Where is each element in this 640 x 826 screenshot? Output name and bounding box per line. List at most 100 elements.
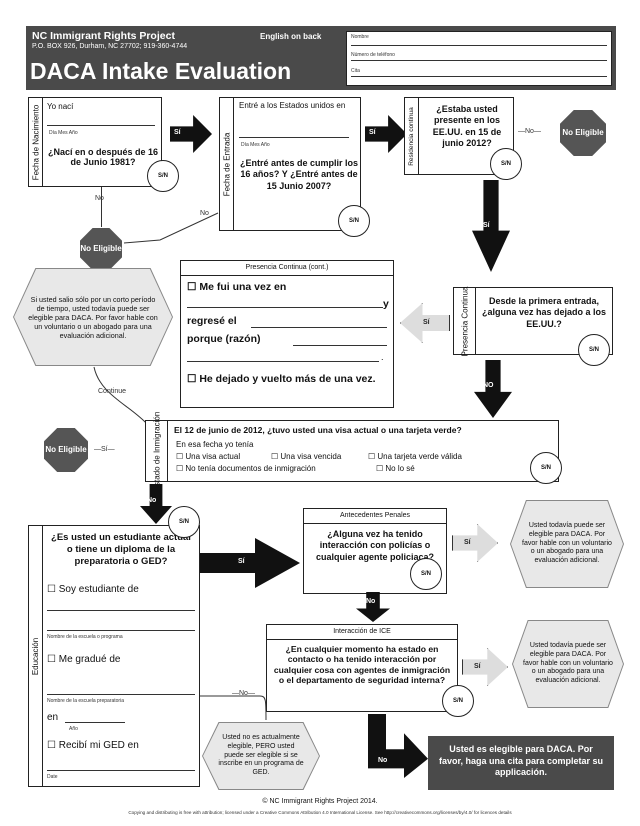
arrow-criminal-still-label: Sí — [464, 539, 471, 546]
field-name-label: Nombre — [351, 34, 369, 40]
education-box: Educación ¿Es usted un estudiante actual… — [28, 525, 200, 787]
arrow-ice-eligible-label: No — [378, 757, 388, 764]
criminal-question: ¿Alguna vez ha tenido interacción con po… — [315, 529, 435, 562]
residence-tab: Residencia continua — [408, 106, 416, 166]
immigration-opt4[interactable]: ☐ No tenía documentos de inmigración — [176, 464, 316, 473]
criminal-sn: S/N — [410, 558, 442, 590]
page-title: DACA Intake Evaluation — [30, 58, 292, 84]
ice-sn: S/N — [442, 685, 474, 717]
immigration-tab: Estado de Inmigración — [152, 411, 162, 491]
residence-question: ¿Estaba usted presente en los EE.UU. en … — [432, 104, 502, 148]
hex-still-eligible-2: Usted todavía puede ser elegible para DA… — [513, 621, 623, 707]
entry-tab: Fecha de Entrada — [222, 132, 232, 196]
education-no-line — [200, 695, 267, 721]
ice-question: ¿En cualquier momento ha estado en conta… — [273, 644, 451, 686]
immigration-intro: En esa fecha yo tenía — [176, 440, 254, 449]
education-ano: Año — [69, 726, 78, 732]
entry-text: Entré a los Estados unidos en — [239, 101, 346, 110]
education-opt1[interactable]: ☐ Soy estudiante de — [47, 584, 139, 595]
ice-title: Interacción de ICE — [333, 628, 391, 635]
education-opt3[interactable]: ☐ Recibí mi GED en — [47, 740, 139, 751]
yo-naci: Yo nací — [47, 102, 74, 111]
immigration-opt5[interactable]: ☐ No lo sé — [376, 464, 415, 473]
entry-box: Fecha de Entrada Entré a los Estados uni… — [219, 97, 361, 231]
continue-line — [93, 366, 149, 426]
hex-not-eligible-ged: Usted no es actualmente elegible, PERO u… — [203, 723, 319, 789]
entry-dma: Día Mes Año — [241, 142, 270, 148]
education-no-label: —No— — [232, 690, 255, 697]
ice-box: Interacción de ICE ¿En cualquier momento… — [266, 624, 458, 712]
arrow-presence-immigration-label: NO — [483, 382, 494, 389]
no-eligible-immigration: No Eligible — [44, 428, 88, 472]
birth-sn: S/N — [147, 160, 179, 192]
eligible-box: Usted es elegible para DACA. Por favor, … — [428, 736, 614, 790]
presence-tab: Presencia Continua — [460, 286, 470, 356]
arrow-criminal-ice — [356, 592, 390, 622]
arrow-education-criminal-label: Sí — [238, 558, 245, 565]
continue-label: Continue — [98, 388, 127, 395]
education-opt2[interactable]: ☐ Me gradué de — [47, 654, 121, 665]
org-name: NC Immigrant Rights Project — [32, 30, 175, 42]
immigration-si-label: —Sí— — [94, 446, 115, 453]
continuous-title: Presencia Continua (cont.) — [245, 264, 329, 271]
arrow-residence-presence-label: Sí — [483, 222, 490, 229]
entry-no-line — [123, 212, 219, 244]
presence-sn: S/N — [578, 334, 610, 366]
arrow-ice-still-label: Sí — [474, 663, 481, 670]
immigration-sn: S/N — [530, 452, 562, 484]
arrow-education-criminal — [200, 538, 300, 588]
arrow-ice-eligible — [368, 714, 428, 778]
arrow-ice-still — [462, 648, 508, 686]
continuous-line4: ☐ He dejado y vuelto más de una vez. — [187, 373, 376, 385]
immigration-opt2[interactable]: ☐ Una visa vencida — [271, 452, 342, 461]
education-en: en — [47, 712, 59, 723]
education-question: ¿Es usted un estudiante actual o tiene u… — [51, 532, 191, 567]
residence-no-label: —No— — [518, 128, 541, 135]
continuous-line2: regresé el — [187, 315, 237, 327]
entry-question: ¿Entré antes de cumplir los 16 años? Y ¿… — [239, 158, 359, 191]
hex-still-eligible-1: Usted todavía puede ser elegible para DA… — [511, 501, 623, 587]
arrow-immigration-education — [140, 484, 172, 524]
continuous-dot: . — [381, 352, 384, 362]
education-tab: Educación — [31, 637, 41, 675]
entry-no-label: No — [200, 210, 209, 217]
education-sn: S/N — [168, 506, 200, 538]
footer-copyright: © NC Immigrant Rights Project 2014. — [262, 798, 378, 805]
hex-short-trip: Si usted salio sólo por un corto período… — [14, 269, 172, 365]
birth-dma: Día Mes Año — [49, 130, 78, 136]
arrow-presence-immigration — [474, 360, 512, 418]
footer-license: Copying and distributing is free with at… — [128, 810, 512, 815]
immigration-box: Estado de Inmigración El 12 de junio de … — [145, 411, 559, 491]
birth-tab: Fecha de Nacimiento — [31, 104, 40, 180]
education-school-prep: Nombre de la escuela preparatoria — [47, 698, 124, 704]
birth-no-label: No — [95, 195, 104, 202]
immigration-question: El 12 de junio de 2012, ¿tuvo usted una … — [174, 425, 462, 435]
arrow-criminal-still — [452, 524, 498, 562]
contact-box: Nombre Número de teléfono Cita — [346, 31, 612, 86]
immigration-opt1[interactable]: ☐ Una visa actual — [176, 452, 241, 461]
presence-question: Desde la primera entrada, ¿alguna vez ha… — [481, 296, 607, 329]
education-date: Date — [47, 774, 58, 780]
no-eligible-birth: No Eligible — [80, 228, 122, 270]
continuous-box: Presencia Continua (cont.) ☐ Me fui una … — [180, 260, 394, 408]
arrow-entry-residence-label: Sí — [369, 129, 376, 136]
english-on-back: English on back — [260, 32, 322, 41]
no-eligible-residence: No Eligible — [560, 110, 606, 156]
continuous-y: y — [383, 298, 389, 310]
arrow-residence-presence — [472, 180, 510, 272]
field-phone-label: Número de teléfono — [351, 52, 395, 58]
continuous-line3: porque (razón) — [187, 333, 261, 345]
arrow-immigration-education-label: No — [147, 497, 157, 504]
criminal-title: Antecedentes Penales — [339, 512, 411, 519]
birth-box: Fecha de Nacimiento Yo nací Día Mes Año … — [28, 97, 162, 187]
residence-sn: S/N — [490, 148, 522, 180]
education-school-prog: Nombre de la escuela o programa — [47, 634, 123, 640]
arrow-presence-continuous-label: Sí — [423, 319, 430, 326]
birth-question: ¿Nací en o después de 16 de Junio 1981? — [47, 147, 159, 167]
arrow-birth-entry-label: Sí — [174, 129, 181, 136]
arrow-criminal-ice-label: No — [366, 598, 376, 605]
entry-sn: S/N — [338, 205, 370, 237]
field-appointment-label: Cita — [351, 68, 360, 74]
continuous-line1: ☐ Me fui una vez en — [187, 281, 287, 293]
immigration-opt3[interactable]: ☐ Una tarjeta verde válida — [368, 452, 462, 461]
